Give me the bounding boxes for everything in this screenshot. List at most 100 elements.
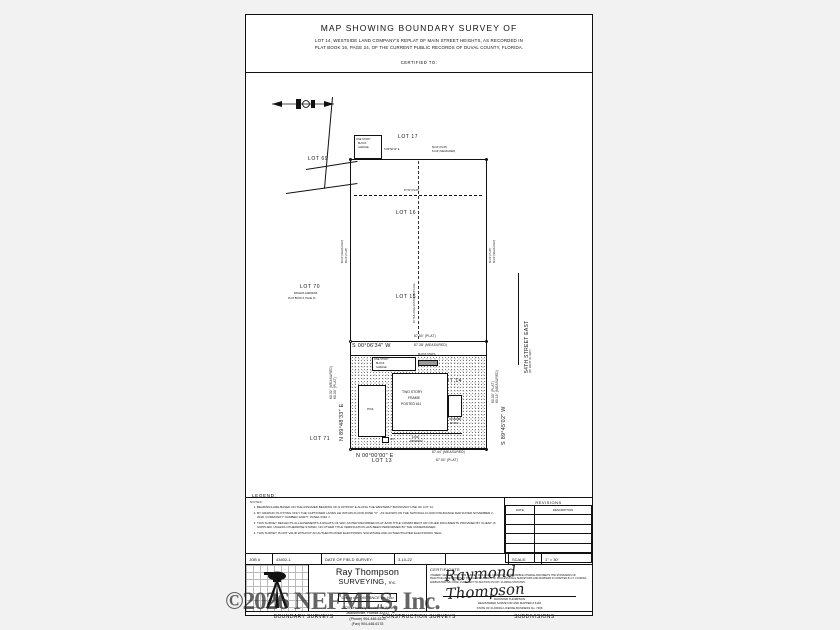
revisions-header-row: DATE DESCRIPTION <box>505 504 592 515</box>
block-steps-label: BLOCK STEPS <box>418 353 436 356</box>
corner-monument-ne <box>485 158 488 161</box>
note-item: THIS SURVEY REFLECTS ALL EASEMENTS & RIG… <box>257 521 500 530</box>
revision-description <box>534 542 592 553</box>
corner-monument-me <box>485 340 488 343</box>
legal-line-1: LOT 14, WESTSIDE LAND COMPANY'S REPLAT O… <box>315 38 523 43</box>
west-plat-dim: 60.00' (PLAT) <box>333 377 337 399</box>
lot-label-17: LOT 17 <box>398 134 419 140</box>
company-fax: (Fax) 904-448-6178 <box>351 622 384 627</box>
west-bearing-label: N 89°48'33" E <box>339 403 345 441</box>
street-row-label: (50' RIGHT OF WAY) <box>529 349 532 373</box>
driveway-label-1: CONC. <box>412 436 421 439</box>
signer-name: RAYMOND THOMPSON <box>494 597 525 602</box>
building-restriction-label: 10' BUILDING RESTRICTION LINE <box>413 283 416 323</box>
revision-date <box>505 533 535 544</box>
driveway-line <box>392 433 462 434</box>
company-address: 1825 University Boulevard West Jacksonvi… <box>309 606 426 628</box>
certificate-block: CERTIFICATE I HEREBY CERTIFY THAT THIS S… <box>427 562 592 611</box>
house-structure <box>392 373 448 431</box>
ac-label: A/C <box>390 438 395 441</box>
revisions-block: REVISIONS DATE DESCRIPTION <box>504 498 592 563</box>
legend: LEGEND: = FENCE = CONCRETE = SET 1/2" RE… <box>252 493 372 497</box>
field-survey-date: 3-10-22 <box>395 554 446 564</box>
ac-pad <box>382 437 389 443</box>
survey-sheet: MAP SHOWING BOUNDARY SURVEY OF LOT 14, W… <box>245 14 593 626</box>
service-construction-surveys: CONSTRUCTION SURVEYS <box>382 614 456 620</box>
south-plat-dim: 87.50' (PLAT) <box>436 458 458 462</box>
garage-structure <box>354 135 382 159</box>
service-subdivisions: SUBDIVISIONS <box>514 614 555 620</box>
corner-monument-se <box>485 448 488 451</box>
certificate-body: I HEREBY CERTIFY THAT THIS SURVEY WAS MA… <box>430 573 587 585</box>
company-name-block: Ray Thompson SURVEYING, Inc. Going the D… <box>309 565 427 626</box>
page-title: MAP SHOWING BOUNDARY SURVEY OF <box>320 23 518 33</box>
lot70-subdivision: PANAMA GARDENS <box>294 292 318 295</box>
lot17-bearing: S 89°56'13" E <box>384 148 400 151</box>
signer-license: STATE OF FLORIDA LICENSE BUSINESS No. 74… <box>476 605 543 610</box>
note-item: BY GRAPHIC PLOTTING ONLY THE CAPTIONED L… <box>257 511 500 520</box>
legal-line-2: PLAT BOOK 16, PAGE 24, OF THE CURRENT PU… <box>314 44 524 50</box>
one-story-frame-label-2: BLOCK <box>376 362 385 365</box>
revision-description <box>534 552 592 563</box>
notes-header: NOTES: <box>250 500 263 504</box>
covered-entry-label-2: ENTRY <box>450 422 459 425</box>
lot70-platref: PLAT BOOK 8, PAGE 31 <box>288 297 316 300</box>
company-name-inc: Inc. <box>388 580 397 585</box>
signer-title: REGISTERED SURVEYOR AND MAPPER # 6146 <box>477 601 542 606</box>
signer-info: RAYMOND THOMPSON REGISTERED SURVEYOR AND… <box>427 597 592 610</box>
lot-label-16: LOT 16 <box>396 210 417 216</box>
west-boundary-line <box>350 159 351 449</box>
job-info-row: JOB # 43402-1 DATE OF FIELD SURVEY: 3-10… <box>246 554 592 565</box>
table-row <box>505 533 592 544</box>
tie-line-b <box>286 182 358 194</box>
field-survey-label: DATE OF FIELD SURVEY: <box>322 554 395 564</box>
east-measured-dim: 60.15' (MEASURED) <box>495 369 499 403</box>
west-side-measured-dim: 60.00' (MEASURED) <box>341 239 344 263</box>
covered-entry-structure <box>448 395 462 417</box>
revisions-col-description: DESCRIPTION <box>534 504 592 515</box>
one-story-frame-label-3: GARAGE <box>376 366 387 369</box>
lot-label-15: LOT 15 <box>396 294 417 300</box>
legend-header: LEGEND: <box>252 493 277 497</box>
certificate-header: CERTIFICATE <box>430 567 461 572</box>
interior-line-lot15 <box>350 341 487 342</box>
lot-label-69: LOT 69 <box>308 156 329 162</box>
covered-entry-label: COVERED <box>449 418 462 421</box>
signature-line <box>443 596 576 597</box>
legal-description: LOT 14, WESTSIDE LAND COMPANY'S REPLAT O… <box>246 38 592 52</box>
revision-description <box>534 523 592 534</box>
survey-drawing: LOT 17 LOT 16 LOT 15 LOT 14 LOT 13 LOT 6… <box>246 73 592 497</box>
lot-label-71: LOT 71 <box>310 436 331 442</box>
lot17-measured-dim: 61.06' (MEASURED) <box>432 150 456 153</box>
services-row: BOUNDARY SURVEYS CONSTRUCTION SURVEYS SU… <box>246 612 592 622</box>
driveway-label-2: DRIVEWAY <box>410 440 424 443</box>
south-boundary-line <box>350 449 487 450</box>
scale-label: SCALE: <box>509 554 542 564</box>
address-line-2: Jacksonville, Florida 32217 <box>345 611 390 616</box>
block-steps-structure <box>418 360 438 366</box>
east-plat-dim: 60.00' (PLAT) <box>491 381 495 403</box>
building-restriction-line <box>418 161 419 339</box>
company-phone: (Phone) 904-448-6125 <box>349 616 386 621</box>
job-number: 43402-1 <box>273 554 322 564</box>
house-label-1: TWO STORY <box>402 390 423 394</box>
east-boundary-line <box>486 159 487 449</box>
one-story-frame-label: ONE STORY <box>374 358 389 361</box>
revisions-table: DATE DESCRIPTION <box>505 504 592 563</box>
address-line-1: 1825 University Boulevard West <box>341 606 394 610</box>
job-label: JOB # <box>246 554 273 564</box>
lot-label-13: LOT 13 <box>372 458 393 464</box>
pool-structure <box>358 385 386 437</box>
house-label-3: POSTED #11 <box>401 402 422 406</box>
interior-plat-dim: 87.50' (PLAT) <box>404 189 420 192</box>
revision-description <box>534 514 592 525</box>
notes-block: NOTES: BEARINGS ARE BASED ON THE ASSUMED… <box>250 500 500 536</box>
corner-monument-nw <box>349 158 352 161</box>
south-measured-dim: 87.44' (MEASURED) <box>432 450 466 454</box>
tripod-icon <box>264 571 288 608</box>
revisions-col-date: DATE <box>505 504 535 515</box>
garage-label-1: ONE STORY <box>356 138 371 141</box>
garage-label-2: BLOCK <box>358 142 367 145</box>
spacer-cell <box>446 554 509 564</box>
table-row <box>505 523 592 534</box>
